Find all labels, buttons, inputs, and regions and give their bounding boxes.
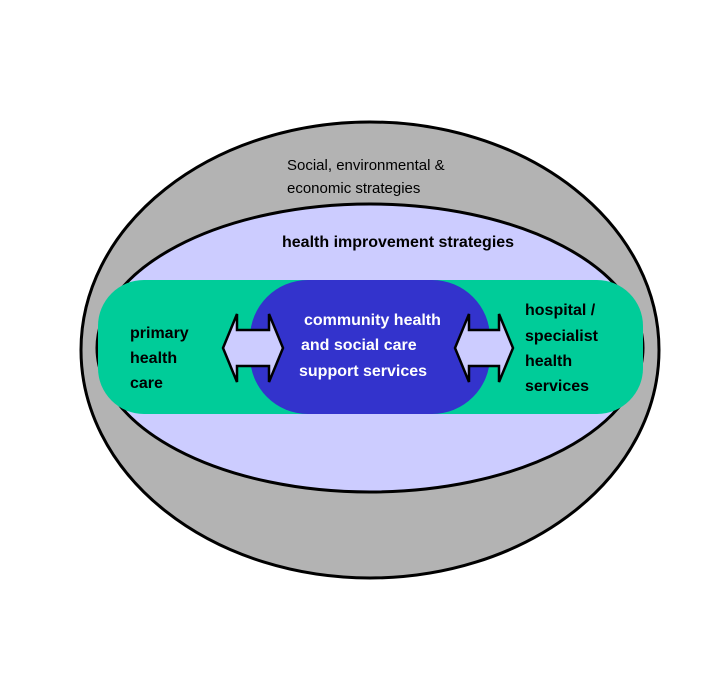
- outer-label-line-1: Social, environmental &: [287, 157, 445, 174]
- double-headed-arrow-icon: [453, 313, 515, 383]
- right-label-line-2: specialist: [525, 328, 599, 345]
- center-label-line-1: community health: [304, 312, 441, 329]
- double-headed-arrow-icon: [221, 313, 285, 383]
- center-label-line-3: support services: [299, 363, 427, 380]
- left-label-line-2: health: [130, 350, 177, 367]
- right-label-line-1: hospital /: [525, 302, 596, 319]
- center-label-line-2: and social care: [301, 337, 417, 354]
- left-label-line-1: primary: [130, 325, 189, 342]
- center-shape: [250, 280, 490, 414]
- right-label-line-4: services: [525, 378, 589, 395]
- middle-label: health improvement strategies: [282, 234, 514, 251]
- left-label-line-3: care: [130, 375, 163, 392]
- right-label-line-3: health: [525, 353, 572, 370]
- outer-label-line-2: economic strategies: [287, 180, 420, 197]
